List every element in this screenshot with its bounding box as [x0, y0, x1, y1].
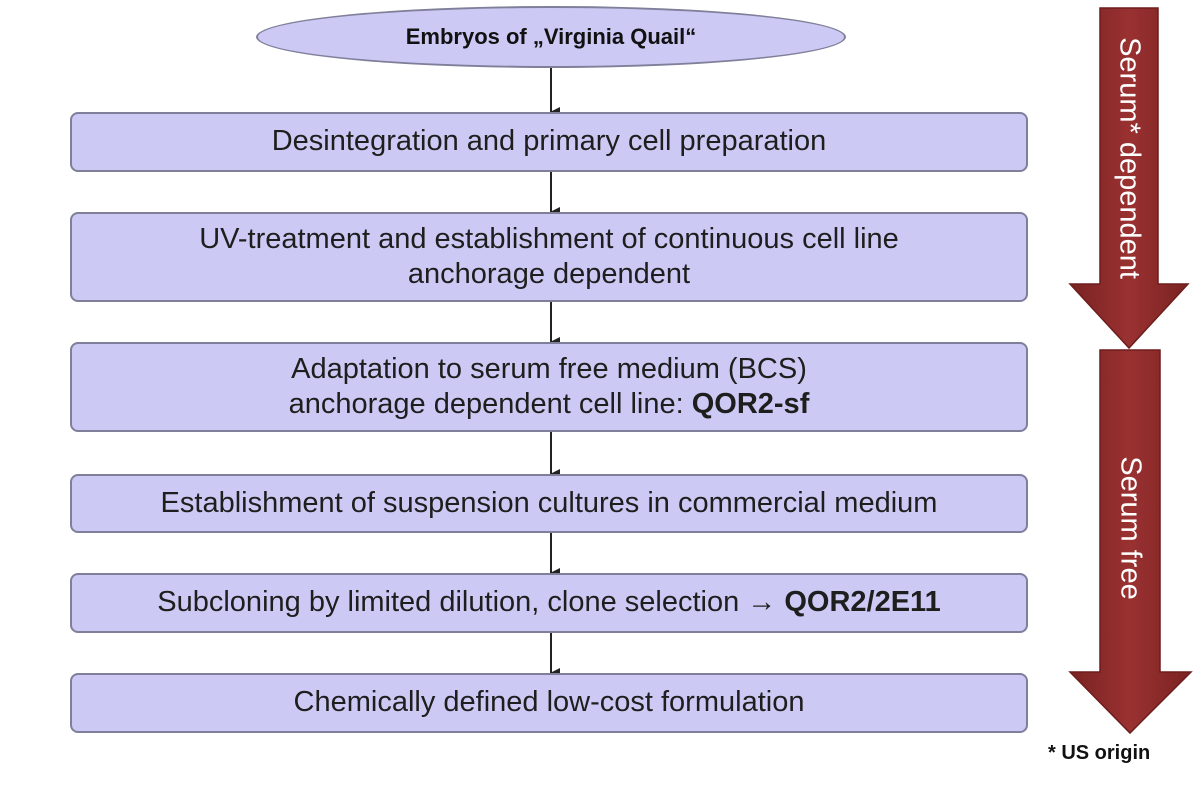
step-adaptation: Adaptation to serum free medium (BCS) an… — [70, 342, 1028, 432]
footnote-us-origin: * US origin — [1048, 742, 1151, 764]
step-text: Subcloning by limited dilution, clone se… — [157, 585, 940, 620]
step-chemically-defined: Chemically defined low-cost formulation — [70, 673, 1028, 733]
step-text-line2: anchorage dependent cell line: QOR2-sf — [289, 387, 810, 422]
step-text-line1: UV-treatment and establishment of contin… — [199, 222, 899, 255]
phase-label-serum-dependent: Serum* dependent — [1113, 37, 1146, 279]
step-text-line2: anchorage dependent — [407, 258, 691, 290]
phase-label-serum-free: Serum free — [1114, 456, 1147, 600]
step-text-prefix: Subcloning by limited dilution, clone se… — [157, 586, 785, 619]
step-text: Establishment of suspension cultures in … — [160, 486, 938, 519]
step-text: Desintegration and primary cell preparat… — [271, 125, 827, 158]
cell-line-name-qor2-sf: QOR2-sf — [691, 388, 810, 420]
step-subcloning: Subcloning by limited dilution, clone se… — [70, 573, 1028, 633]
serum-free-arrow — [1068, 349, 1193, 735]
step-uv-treatment: UV-treatment and establishment of contin… — [70, 212, 1028, 302]
start-node-embryos: Embryos of „Virginia Quail“ — [256, 6, 846, 68]
serum-dependent-arrow — [1068, 7, 1190, 350]
step-text-line2-prefix: anchorage dependent cell line: — [288, 388, 692, 420]
clone-name-qor2-2e11: QOR2/2E11 — [784, 586, 941, 619]
step-text-line1: Adaptation to serum free medium (BCS) — [291, 352, 807, 385]
step-suspension-cultures: Establishment of suspension cultures in … — [70, 474, 1028, 533]
step-text: Chemically defined low-cost formulation — [293, 686, 805, 719]
start-node-label: Embryos of „Virginia Quail“ — [405, 24, 697, 49]
step-desintegration: Desintegration and primary cell preparat… — [70, 112, 1028, 172]
